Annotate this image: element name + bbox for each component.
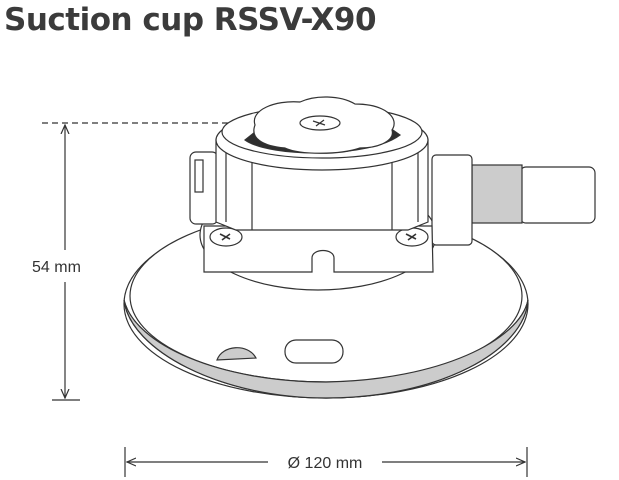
left-knob (189, 151, 219, 225)
page-title: Suction cup RSSV-X90 (4, 2, 377, 38)
pump-tube (431, 154, 596, 246)
base-plate (203, 225, 434, 273)
diameter-dimension: Ø 120 mm (124, 447, 528, 477)
slot (284, 339, 344, 364)
height-dimension: 54 mm (32, 122, 305, 401)
mount-body (215, 96, 429, 231)
height-label: 54 mm (32, 259, 81, 276)
tube-collar (431, 154, 473, 246)
release-tab (216, 347, 257, 361)
diameter-label: Ø 120 mm (288, 455, 363, 472)
